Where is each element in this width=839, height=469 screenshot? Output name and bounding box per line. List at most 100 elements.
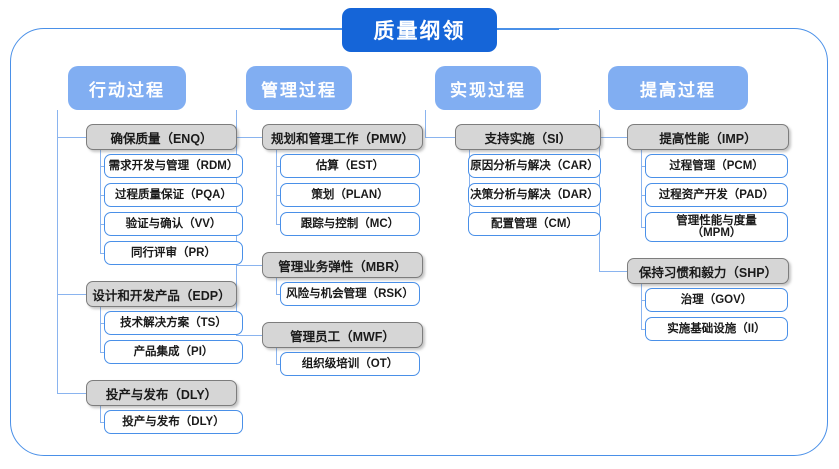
- leaf-box-1-1-3[interactable]: 验证与确认（VV）: [104, 212, 243, 236]
- leaf-box-label: 过程资产开发（PAD）: [658, 189, 775, 201]
- connector-group-trunk: [100, 404, 102, 422]
- connector-group-trunk: [276, 346, 278, 364]
- leaf-box-3-1-3[interactable]: 配置管理（CM）: [468, 212, 601, 236]
- leaf-box-label: 风险与机会管理（RSK）: [286, 288, 414, 300]
- leaf-box-label: 验证与确认（VV）: [125, 218, 222, 230]
- leaf-box-4-1-3[interactable]: 管理性能与度量（MPM）: [645, 212, 788, 242]
- leaf-box-1-1-1[interactable]: 需求开发与管理（RDM）: [104, 154, 243, 178]
- connector-column-trunk-3: [425, 110, 427, 137]
- group-box-label: 投产与发布（DLY）: [105, 387, 218, 402]
- leaf-box-1-3-1[interactable]: 投产与发布（DLY）: [104, 410, 243, 434]
- connector-group-to-leaf: [641, 166, 645, 168]
- group-box-label: 管理业务弹性（MBR）: [278, 259, 407, 274]
- leaf-box-1-2-1[interactable]: 技术解决方案（TS）: [104, 311, 243, 335]
- leaf-box-label: 实施基础设施（II）: [667, 323, 766, 335]
- column-header-1[interactable]: 行动过程: [68, 66, 186, 110]
- column-header-label: 实现过程: [450, 80, 526, 100]
- leaf-box-4-2-1[interactable]: 治理（GOV）: [645, 288, 788, 312]
- column-header-label: 行动过程: [89, 80, 165, 100]
- leaf-box-1-1-2[interactable]: 过程质量保证（PQA）: [104, 183, 243, 207]
- leaf-box-label: 投产与发布（DLY）: [122, 416, 225, 428]
- leaf-box-4-1-2[interactable]: 过程资产开发（PAD）: [645, 183, 788, 207]
- leaf-box-label: 原因分析与解决（CAR）: [470, 160, 599, 172]
- leaf-box-label: 策划（PLAN）: [311, 189, 389, 201]
- group-box-1-2[interactable]: 设计和开发产品（EDP）: [86, 281, 237, 307]
- connector-group-to-leaf: [100, 352, 104, 354]
- leaf-box-4-1-1[interactable]: 过程管理（PCM）: [645, 154, 788, 178]
- group-box-1-1[interactable]: 确保质量（ENQ）: [86, 124, 237, 150]
- connector-group-to-leaf: [641, 329, 645, 331]
- leaf-box-label: 同行评审（PR）: [131, 247, 216, 259]
- leaf-box-label: 跟踪与控制（MC）: [300, 218, 400, 230]
- leaf-box-2-1-3[interactable]: 跟踪与控制（MC）: [280, 212, 420, 236]
- connector-trunk-to-group: [599, 271, 627, 273]
- connector-group-to-leaf: [100, 224, 104, 226]
- column-header-4[interactable]: 提高过程: [608, 66, 748, 110]
- leaf-box-3-1-1[interactable]: 原因分析与解决（CAR）: [468, 154, 601, 178]
- column-header-label: 提高过程: [640, 80, 716, 100]
- group-box-label: 设计和开发产品（EDP）: [92, 288, 231, 303]
- group-box-label: 保持习惯和毅力（SHP）: [638, 265, 778, 280]
- connector-trunk-to-group: [57, 294, 86, 296]
- leaf-box-label: 需求开发与管理（RDM）: [108, 160, 239, 172]
- connector-group-trunk: [100, 148, 102, 253]
- connector-trunk-to-group: [236, 335, 262, 337]
- leaf-box-label: 配置管理（CM）: [491, 218, 578, 230]
- connector-trunk-to-group: [57, 137, 86, 139]
- connector-group-trunk: [276, 276, 278, 294]
- group-box-label: 管理员工（MWF）: [290, 329, 395, 344]
- connector-header-stub-4: [599, 110, 601, 112]
- connector-group-to-leaf: [641, 195, 645, 197]
- column-header-2[interactable]: 管理过程: [246, 66, 352, 110]
- connector-group-trunk: [100, 305, 102, 352]
- connector-header-stub-1: [57, 110, 59, 112]
- leaf-box-label: 技术解决方案（TS）: [120, 317, 227, 329]
- leaf-box-label: 过程质量保证（PQA）: [115, 189, 232, 201]
- leaf-box-label: 产品集成（PI）: [133, 346, 214, 358]
- leaf-box-3-1-2[interactable]: 决策分析与解决（DAR）: [468, 183, 601, 207]
- leaf-box-label: 过程管理（PCM）: [669, 160, 764, 172]
- leaf-box-1-1-4[interactable]: 同行评审（PR）: [104, 241, 243, 265]
- group-box-4-1[interactable]: 提高性能（IMP）: [627, 124, 789, 150]
- leaf-box-label: 决策分析与解决（DAR）: [470, 189, 599, 201]
- group-box-label: 确保质量（ENQ）: [110, 131, 213, 146]
- connector-group-to-leaf: [276, 166, 280, 168]
- group-box-2-1[interactable]: 规划和管理工作（PMW）: [262, 124, 423, 150]
- connector-group-trunk: [641, 148, 643, 227]
- connector-group-to-leaf: [276, 294, 280, 296]
- connector-group-to-leaf: [276, 364, 280, 366]
- leaf-box-4-2-2[interactable]: 实施基础设施（II）: [645, 317, 788, 341]
- connector-trunk-to-group: [599, 137, 627, 139]
- leaf-box-label: 组织级培训（OT）: [301, 358, 399, 370]
- group-box-label: 提高性能（IMP）: [659, 131, 757, 146]
- leaf-box-label: 管理性能与度量（MPM）: [676, 215, 757, 239]
- connector-trunk-to-group: [57, 393, 86, 395]
- title-connector-left: [280, 29, 342, 31]
- leaf-box-2-2-1[interactable]: 风险与机会管理（RSK）: [280, 282, 420, 306]
- group-box-4-2[interactable]: 保持习惯和毅力（SHP）: [627, 258, 789, 284]
- leaf-box-label: 估算（EST）: [315, 160, 385, 172]
- connector-group-trunk: [276, 148, 278, 224]
- connector-header-stub-2: [236, 110, 238, 112]
- connector-trunk-to-group: [236, 265, 262, 267]
- connector-group-to-leaf: [100, 422, 104, 424]
- connector-group-to-leaf: [276, 224, 280, 226]
- leaf-box-label: 治理（GOV）: [680, 294, 753, 306]
- group-box-2-2[interactable]: 管理业务弹性（MBR）: [262, 252, 423, 278]
- group-box-2-3[interactable]: 管理员工（MWF）: [262, 322, 423, 348]
- group-box-3-1[interactable]: 支持实施（SI）: [455, 124, 601, 150]
- column-header-3[interactable]: 实现过程: [435, 66, 541, 110]
- leaf-box-1-2-2[interactable]: 产品集成（PI）: [104, 340, 243, 364]
- leaf-box-2-1-1[interactable]: 估算（EST）: [280, 154, 420, 178]
- leaf-box-2-3-1[interactable]: 组织级培训（OT）: [280, 352, 420, 376]
- group-box-label: 规划和管理工作（PMW）: [270, 131, 415, 146]
- group-box-1-3[interactable]: 投产与发布（DLY）: [86, 380, 237, 406]
- connector-trunk-to-group: [236, 137, 262, 139]
- leaf-box-2-1-2[interactable]: 策划（PLAN）: [280, 183, 420, 207]
- connector-group-to-leaf: [100, 166, 104, 168]
- title-connector-right: [497, 29, 559, 31]
- connector-group-to-leaf: [100, 253, 104, 255]
- diagram-title: 质量纲领: [342, 8, 497, 52]
- connector-trunk-to-group: [425, 137, 455, 139]
